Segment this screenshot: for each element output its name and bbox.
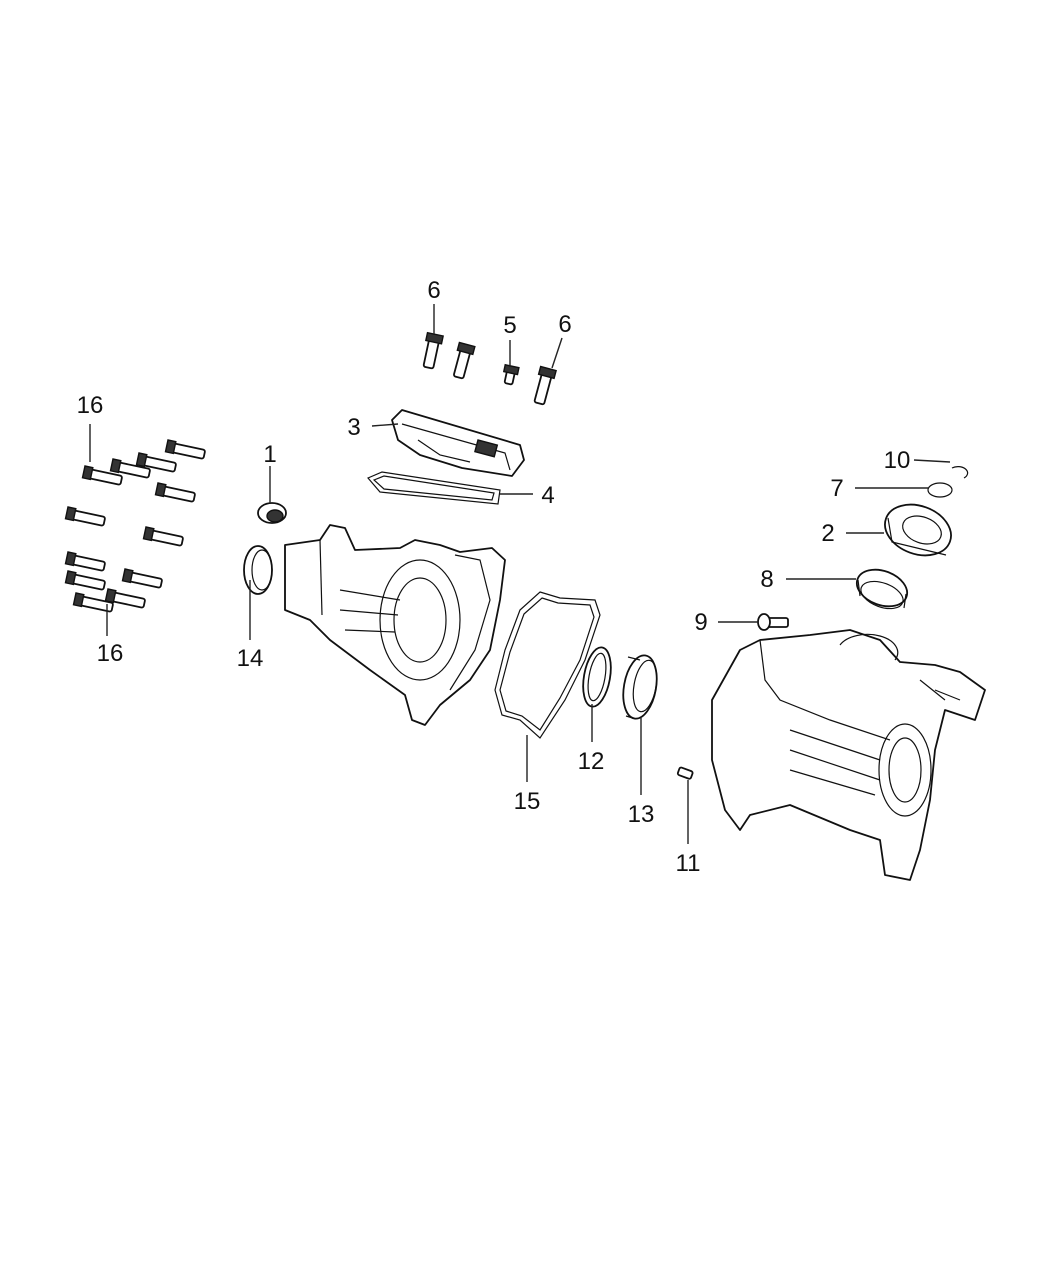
leader-3 <box>371 423 399 427</box>
leader-6b <box>551 337 563 369</box>
screw-5 <box>502 363 520 386</box>
ring-12 <box>582 646 612 708</box>
callout-13: 13 <box>628 801 655 828</box>
plug-1 <box>257 502 287 524</box>
callout-7: 7 <box>830 475 843 502</box>
callout-2: 2 <box>821 520 834 547</box>
bolt <box>64 551 106 572</box>
callout-labels: 1 2 3 4 5 6 6 7 8 9 10 11 12 13 14 15 16… <box>77 277 911 877</box>
leader-lines <box>89 304 951 844</box>
bolt <box>135 452 177 473</box>
callout-1: 1 <box>263 441 276 468</box>
race-8 <box>855 568 909 610</box>
callout-10: 10 <box>884 447 911 474</box>
bolt <box>154 482 196 503</box>
callout-14: 14 <box>237 645 264 672</box>
bolt-9 <box>757 613 789 631</box>
callout-15: 15 <box>514 788 541 815</box>
gasket-15 <box>494 591 601 739</box>
bolts-group-16 <box>64 439 206 613</box>
callout-6-right: 6 <box>558 311 571 338</box>
bolts-6-5 <box>422 331 557 406</box>
dowel-11 <box>676 766 694 780</box>
seal-14 <box>243 545 273 595</box>
callout-12: 12 <box>578 748 605 775</box>
callout-9: 9 <box>694 609 707 636</box>
module-cover-3 <box>391 409 525 477</box>
front-housing <box>284 524 506 726</box>
bolt-6-right <box>533 365 557 406</box>
callout-4: 4 <box>541 482 554 509</box>
gasket-4 <box>367 471 501 505</box>
bolt <box>142 526 184 547</box>
bolt <box>164 439 206 460</box>
bolt <box>104 588 146 609</box>
bolt <box>81 465 123 486</box>
leader-10 <box>913 459 951 463</box>
callout-5: 5 <box>503 312 516 339</box>
clip-10 <box>951 466 969 479</box>
cover-2 <box>884 503 952 557</box>
callout-16-bottom: 16 <box>97 640 124 667</box>
bolt <box>121 568 163 589</box>
callout-8: 8 <box>760 566 773 593</box>
rear-housing <box>711 629 986 881</box>
callout-16-top: 16 <box>77 392 104 419</box>
callout-11: 11 <box>676 850 701 877</box>
race-13 <box>622 654 658 720</box>
bolt-mid <box>453 341 476 380</box>
bolt-6-left <box>422 331 444 370</box>
bolt <box>72 592 114 613</box>
callout-3: 3 <box>347 414 360 441</box>
bolt <box>109 458 151 479</box>
bolt <box>64 506 106 527</box>
bolt <box>64 570 106 591</box>
callout-6-left: 6 <box>427 277 440 304</box>
oring-7 <box>927 482 953 498</box>
